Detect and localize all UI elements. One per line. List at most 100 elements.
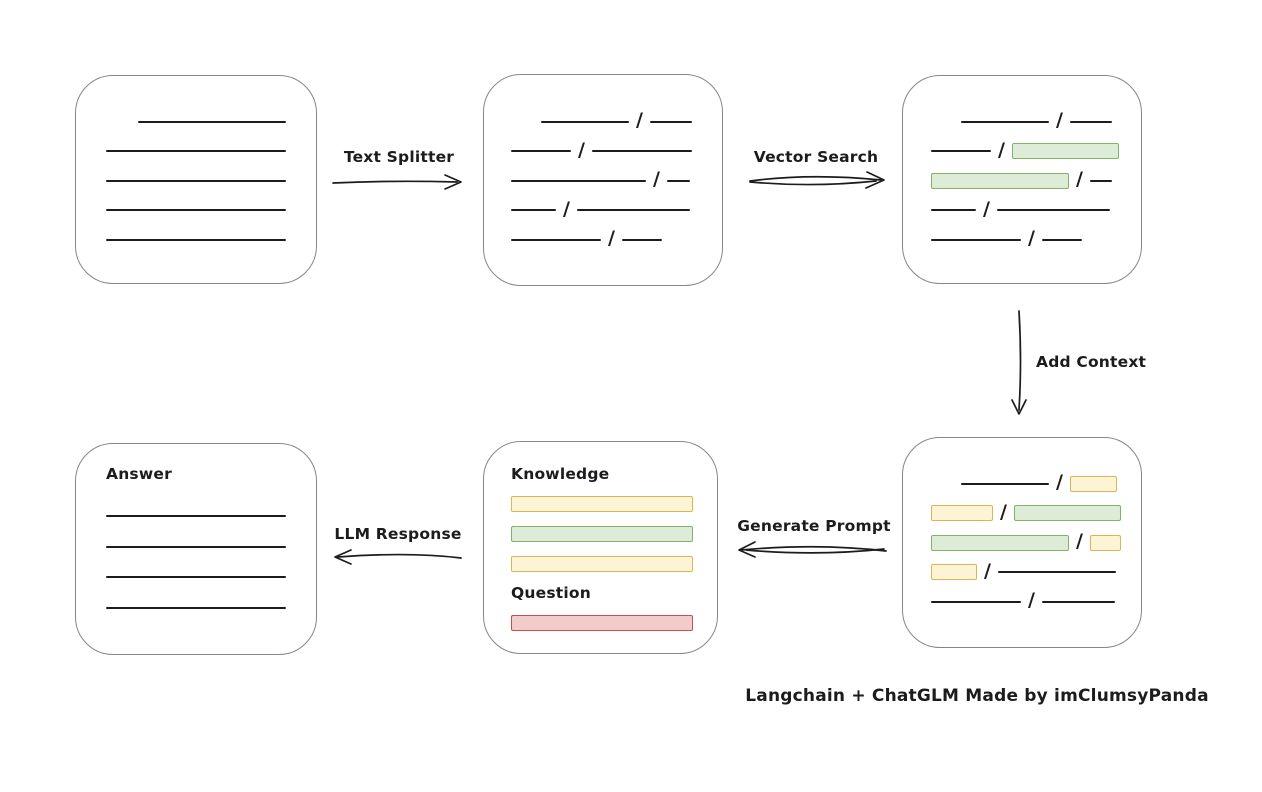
- text-splitter-label: Text Splitter: [343, 148, 455, 166]
- text-line: [106, 179, 286, 182]
- slash-separator: /: [1028, 589, 1035, 612]
- text-line: [511, 179, 646, 182]
- text-row: /: [511, 166, 702, 196]
- yellow-highlight-chunk: [511, 556, 693, 572]
- text-row: /: [931, 558, 1123, 588]
- text-line: [106, 606, 286, 609]
- prompt-box: Knowledge Question: [483, 441, 718, 654]
- chunk-lines: /////: [931, 107, 1123, 255]
- slash-separator: /: [1000, 500, 1007, 523]
- text-line: [106, 238, 286, 241]
- slash-separator: /: [636, 109, 643, 132]
- slash-separator: /: [608, 227, 615, 250]
- text-line: [591, 150, 692, 153]
- question-bars: [511, 608, 693, 638]
- green-highlight-chunk: [1011, 143, 1119, 160]
- yellow-highlight-chunk: [511, 496, 693, 512]
- slash-separator: /: [1056, 109, 1063, 132]
- knowledge-bars: [511, 489, 693, 579]
- slash-separator: /: [1076, 530, 1083, 553]
- vector-search-label: Vector Search: [753, 148, 879, 166]
- slash-separator: /: [983, 197, 990, 220]
- text-line: [106, 150, 286, 153]
- text-row: [511, 549, 693, 579]
- slash-separator: /: [998, 138, 1005, 161]
- text-line: [138, 120, 286, 123]
- text-row: [511, 489, 693, 519]
- text-row: [511, 608, 693, 638]
- text-splitter-arrow: [332, 174, 462, 190]
- text-line: [511, 238, 601, 241]
- green-highlight-chunk: [931, 172, 1069, 189]
- credit-text: Langchain + ChatGLM Made by imClumsyPand…: [745, 686, 1209, 706]
- text-row: /: [931, 225, 1123, 255]
- text-row: /: [931, 196, 1123, 226]
- text-row: /: [511, 137, 702, 167]
- yellow-highlight-chunk: [1089, 534, 1121, 551]
- llm-response-arrow: [334, 549, 462, 565]
- llm-response-label: LLM Response: [334, 525, 462, 543]
- text-line: [931, 209, 976, 212]
- text-row: [511, 519, 693, 549]
- split-chunks-box: /////: [483, 74, 723, 286]
- yellow-highlight-chunk: [931, 505, 993, 522]
- green-highlight-chunk: [511, 526, 693, 542]
- answer-lines: [106, 501, 294, 623]
- text-row: [106, 137, 294, 167]
- slash-separator: /: [984, 559, 991, 582]
- text-line: [649, 120, 692, 123]
- green-highlight-chunk: [1013, 505, 1121, 522]
- source-document-box: [75, 75, 317, 284]
- yellow-highlight-chunk: [1069, 475, 1117, 492]
- text-line: [1069, 120, 1112, 123]
- text-row: [106, 166, 294, 196]
- chunk-lines: /////: [511, 107, 702, 255]
- text-line: [1041, 600, 1115, 603]
- text-row: [106, 562, 294, 593]
- slash-separator: /: [1028, 227, 1035, 250]
- text-line: [931, 238, 1021, 241]
- generate-prompt-arrow: [738, 541, 887, 558]
- text-line: [541, 120, 629, 123]
- text-line: [1041, 238, 1082, 241]
- text-line: [106, 545, 286, 548]
- generate-prompt-label: Generate Prompt: [737, 517, 891, 535]
- green-highlight-chunk: [931, 534, 1069, 551]
- text-line: [931, 600, 1021, 603]
- text-line: [996, 209, 1110, 212]
- text-line: [576, 209, 690, 212]
- question-label: Question: [511, 584, 591, 602]
- text-row: /: [931, 107, 1123, 137]
- text-row: /: [511, 196, 702, 226]
- text-row: /: [511, 225, 702, 255]
- text-line: [666, 179, 690, 182]
- add-context-label: Add Context: [1036, 353, 1147, 371]
- text-line: [621, 238, 662, 241]
- vector-search-arrow: [749, 171, 885, 189]
- text-line: [106, 209, 286, 212]
- text-row: /: [931, 166, 1123, 196]
- vector-matched-chunks-box: /////: [902, 75, 1142, 284]
- text-line: [511, 150, 571, 153]
- text-row: [106, 225, 294, 255]
- answer-box: Answer: [75, 443, 317, 655]
- document-lines: [106, 107, 294, 255]
- slash-separator: /: [578, 138, 585, 161]
- text-line: [997, 571, 1116, 574]
- text-row: /: [511, 107, 702, 137]
- chunk-lines: / / / / /: [931, 469, 1123, 617]
- context-chunks-box: / / / / /: [902, 437, 1142, 648]
- text-row: /: [931, 528, 1123, 558]
- text-row: /: [931, 469, 1123, 499]
- answer-label: Answer: [106, 465, 172, 483]
- text-row: [106, 532, 294, 563]
- yellow-highlight-chunk: [931, 564, 977, 581]
- red-highlight-chunk: [511, 615, 693, 631]
- slash-separator: /: [563, 197, 570, 220]
- add-context-arrow: [1011, 310, 1027, 415]
- text-row: [106, 196, 294, 226]
- slash-separator: /: [1056, 471, 1063, 494]
- text-line: [961, 120, 1049, 123]
- text-row: [106, 501, 294, 532]
- text-line: [106, 576, 286, 579]
